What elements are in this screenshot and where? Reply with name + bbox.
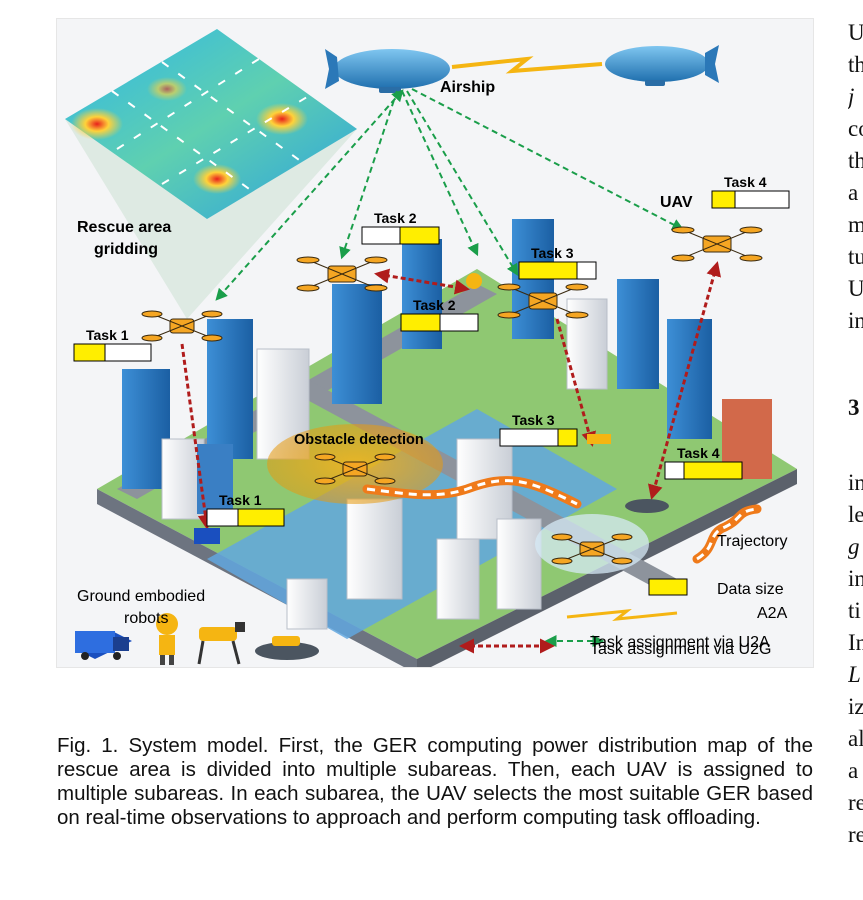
- right-column-fragment: In: [848, 630, 863, 655]
- figure-caption: Fig. 1. System model. First, the GER com…: [57, 734, 813, 829]
- a2a-legend-icon: [566, 609, 678, 621]
- uav-label: UAV: [660, 194, 693, 211]
- obstacle-detection-label: Obstacle detection: [294, 432, 424, 448]
- u2a-links: [215, 88, 685, 301]
- right-column-fragment: le: [848, 502, 863, 527]
- task-box-2: Task 2: [361, 210, 440, 245]
- right-column-fragment: re: [848, 790, 863, 815]
- data-size-legend-label: Data size: [717, 581, 784, 598]
- task-data-fill: [237, 508, 285, 527]
- right-column-fragment: ti: [848, 598, 861, 623]
- task-box-1: Task 1: [73, 327, 152, 362]
- task-label: Task 3: [512, 412, 555, 428]
- a2a-link: [451, 56, 603, 74]
- data-size-legend-swatch: [648, 578, 688, 596]
- task-data-fill: [518, 261, 578, 280]
- right-column-fragment: tu: [848, 244, 863, 269]
- right-column-fragment: in: [848, 470, 863, 495]
- task-data-fill: [400, 313, 441, 332]
- trajectory-label: Trajectory: [717, 533, 788, 550]
- task-box-3: Task 2: [400, 297, 479, 332]
- right-column-fragment: th: [848, 148, 863, 173]
- right-column-fragment: j: [848, 84, 855, 109]
- task-box-6: Task 3: [499, 412, 578, 447]
- right-column-fragment: a: [848, 180, 859, 205]
- right-column-fragment: al: [848, 726, 863, 751]
- a2a-legend-label: A2A: [757, 605, 788, 622]
- airship-left-icon: [325, 49, 450, 93]
- u2g-legend-label: Task assignment via U2G: [590, 641, 771, 658]
- rescue-area-heatmap: [65, 29, 357, 319]
- right-column-fragment: g: [848, 534, 860, 559]
- airship-right-icon: [605, 45, 719, 86]
- task-box-4: Task 3: [518, 245, 597, 280]
- right-column-fragment: a: [848, 758, 859, 783]
- truck-icon: [75, 631, 132, 660]
- task-data-fill: [557, 428, 578, 447]
- u2g-links: [180, 261, 721, 530]
- right-column-fragment: in: [848, 566, 863, 591]
- task-label: Task 4: [724, 174, 767, 190]
- humanoid-robot-icon: [156, 613, 178, 665]
- map-robots: [194, 273, 669, 544]
- right-column-fragment: m: [848, 212, 863, 237]
- task-data-fill: [711, 190, 736, 209]
- ground-robots-label-line1: Ground embodied: [77, 588, 205, 605]
- city-buildings: [122, 219, 772, 630]
- right-column-fragment: L: [848, 662, 861, 687]
- task-data-fill: [399, 226, 440, 245]
- task-box-8: Task 1: [206, 492, 285, 527]
- right-column-fragment: in: [848, 308, 863, 333]
- right-column-fragment: iz: [848, 694, 863, 719]
- task-box-7: Task 4: [664, 445, 743, 480]
- task-label: Task 4: [677, 445, 720, 461]
- task-box-5: Task 4: [711, 174, 790, 209]
- right-column-fragment: co: [848, 116, 863, 141]
- task-label: Task 1: [86, 327, 129, 343]
- right-column-fragment: th: [848, 52, 863, 77]
- right-column-fragment: 3: [848, 395, 860, 420]
- ground-robots-label-line2: robots: [124, 610, 168, 627]
- task-data-fill: [683, 461, 743, 480]
- right-column-text-fragments: UthjcothamtuUin3inlegintiInLizalarere: [848, 0, 863, 900]
- ground-robot-icons: [75, 273, 669, 665]
- task-label: Task 2: [413, 297, 456, 313]
- gridding-label: gridding: [94, 241, 158, 258]
- system-model-figure: Task 1 Task 2 Task 2 Task 3 Task 4 Task 3 Task…: [56, 18, 814, 668]
- right-column-fragment: U: [848, 276, 863, 301]
- drone-icons: [141, 226, 763, 565]
- task-data-fill: [73, 343, 106, 362]
- airship-label: Airship: [440, 79, 495, 96]
- task-label: Task 2: [374, 210, 417, 226]
- robot-dog-icon: [197, 622, 245, 665]
- task-label: Task 3: [531, 245, 574, 261]
- right-column-fragment: re: [848, 822, 863, 847]
- boat-icon: [255, 636, 319, 660]
- right-column-fragment: U: [848, 20, 863, 45]
- rescue-area-label: Rescue area: [77, 219, 171, 236]
- u2a-legend-label: Task assignment via U2A: [590, 634, 770, 651]
- task-label: Task 1: [219, 492, 262, 508]
